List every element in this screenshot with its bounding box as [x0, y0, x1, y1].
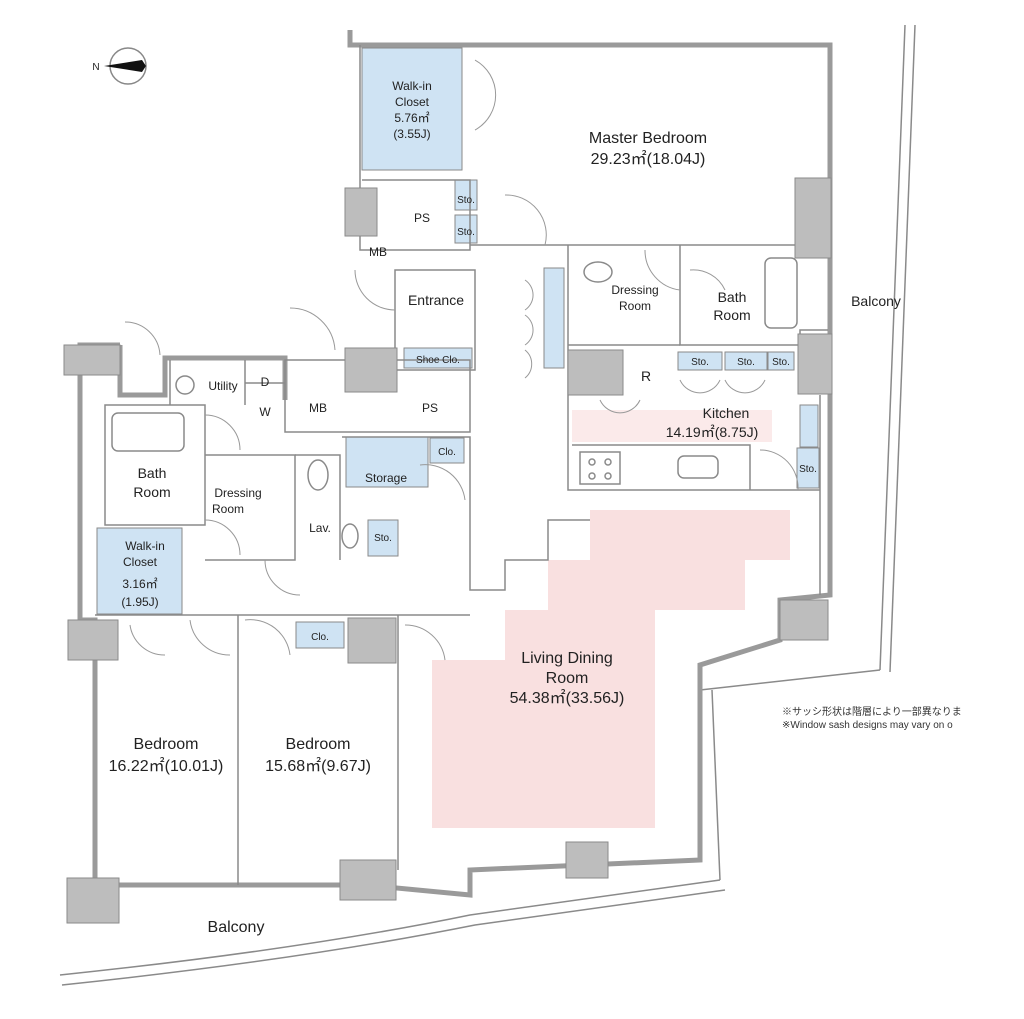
living-dining-label-2: Room [546, 670, 589, 687]
shoe-closet-box [403, 347, 473, 369]
washer-label: W [259, 405, 271, 419]
bedroom-2-label: Bedroom [286, 736, 351, 753]
bathtub-left [111, 412, 185, 452]
svg-text:N: N [92, 62, 99, 73]
washer-drum [175, 375, 195, 395]
shoe-closet-label: Shoe Clo. [416, 355, 460, 366]
sto-1-label: Sto. [457, 195, 475, 206]
clo-2-label: Clo. [311, 632, 329, 643]
bedroom-1-area: 16.22㎡(10.01J) [109, 757, 224, 775]
walk-in-closet-2-area: 3.16㎡ [122, 577, 157, 591]
door-swings [124, 59, 799, 661]
interior-walls [95, 45, 830, 885]
living-dining-area: 54.38㎡(33.56J) [510, 689, 625, 707]
fixtures [111, 257, 798, 549]
sto-5-label: Sto. [772, 357, 790, 368]
sto-4-label: Sto. [737, 357, 755, 368]
storage-label: Storage [365, 471, 407, 485]
bath-room-1-label-2: Room [713, 307, 750, 323]
sto-3-label: Sto. [691, 357, 709, 368]
dressing-room-1-label-2: Room [619, 299, 651, 313]
clo-2-box [295, 621, 345, 649]
ps-2-label: PS [422, 401, 438, 415]
sto-6-box [796, 447, 820, 489]
bath-room-1-label: Bath [718, 289, 747, 305]
cooktop [579, 451, 621, 485]
walk-in-closet-1-jo: (3.55J) [393, 127, 430, 141]
walk-in-closet-1-label: Walk-in [392, 79, 432, 93]
north-compass-icon: N [92, 47, 147, 85]
mb-2-label: MB [309, 401, 327, 415]
sto-7-label: Sto. [374, 533, 392, 544]
living-dining-floor [432, 510, 790, 828]
dressing-room-2-label-2: Room [212, 502, 244, 516]
mb-1-label: MB [369, 245, 387, 259]
master-bedroom-label: Master Bedroom [589, 130, 707, 147]
sash-note-english: ※Window sash designs may vary on o [782, 720, 953, 731]
walk-in-closet-1-area: 5.76㎡ [394, 111, 429, 125]
lav-label: Lav. [309, 521, 331, 535]
walk-in-closet-1-floor [361, 47, 463, 171]
bedroom-2-area: 15.68㎡(9.67J) [265, 757, 371, 775]
lavatory-basin [341, 523, 359, 549]
sto-3-box [677, 351, 723, 371]
sto-2-label: Sto. [457, 227, 475, 238]
balcony-bottom-label: Balcony [208, 919, 265, 936]
storage-floor [345, 436, 429, 488]
kitchen-strip [799, 404, 819, 448]
sto-2-box [454, 214, 478, 244]
bath-room-2-label: Bath [138, 465, 167, 481]
toilet-right [583, 261, 613, 283]
ps-1-label: PS [414, 211, 430, 225]
structural-columns [63, 177, 833, 924]
sto-4-box [724, 351, 768, 371]
utility-label: Utility [208, 379, 237, 393]
sto-5-box [767, 351, 795, 371]
clo-1-box [429, 437, 465, 464]
clo-1-label: Clo. [438, 447, 456, 458]
dressing-room-1-label: Dressing [611, 283, 658, 297]
sash-note-japanese: ※サッシ形状は階層により一部異なりま [782, 707, 962, 718]
refrigerator-label: R [641, 368, 651, 384]
closet-strip [543, 267, 565, 369]
dressing-room-2-label: Dressing [214, 486, 261, 500]
walk-in-closet-2-label-2: Closet [123, 555, 158, 569]
bathtub-right [764, 257, 798, 329]
sto-7-box [367, 519, 399, 557]
entrance-label: Entrance [408, 292, 464, 308]
walk-in-closet-2-label: Walk-in [125, 539, 165, 553]
master-bedroom-area: 29.23㎡(18.04J) [591, 150, 706, 168]
living-dining-label: Living Dining [521, 650, 613, 667]
sto-6-label: Sto. [799, 464, 817, 475]
walk-in-closet-2-floor [96, 527, 183, 615]
balcony-right-label: Balcony [851, 293, 901, 309]
balcony-railing-right [699, 24, 916, 691]
kitchen-sink [677, 455, 719, 479]
dryer-label: D [261, 375, 270, 389]
walk-in-closet-2-jo: (1.95J) [121, 595, 158, 609]
balcony-railing-bottom [59, 689, 726, 986]
kitchen-area: 14.19㎡(8.75J) [666, 424, 759, 440]
bedroom-1-label: Bedroom [134, 736, 199, 753]
left-wing-top-wall [117, 345, 288, 400]
kitchen-floor [572, 410, 772, 442]
walk-in-closet-1-label-2: Closet [395, 95, 430, 109]
bath-room-2-label-2: Room [133, 484, 170, 500]
toilet-left [307, 459, 329, 491]
kitchen-label: Kitchen [703, 405, 750, 421]
